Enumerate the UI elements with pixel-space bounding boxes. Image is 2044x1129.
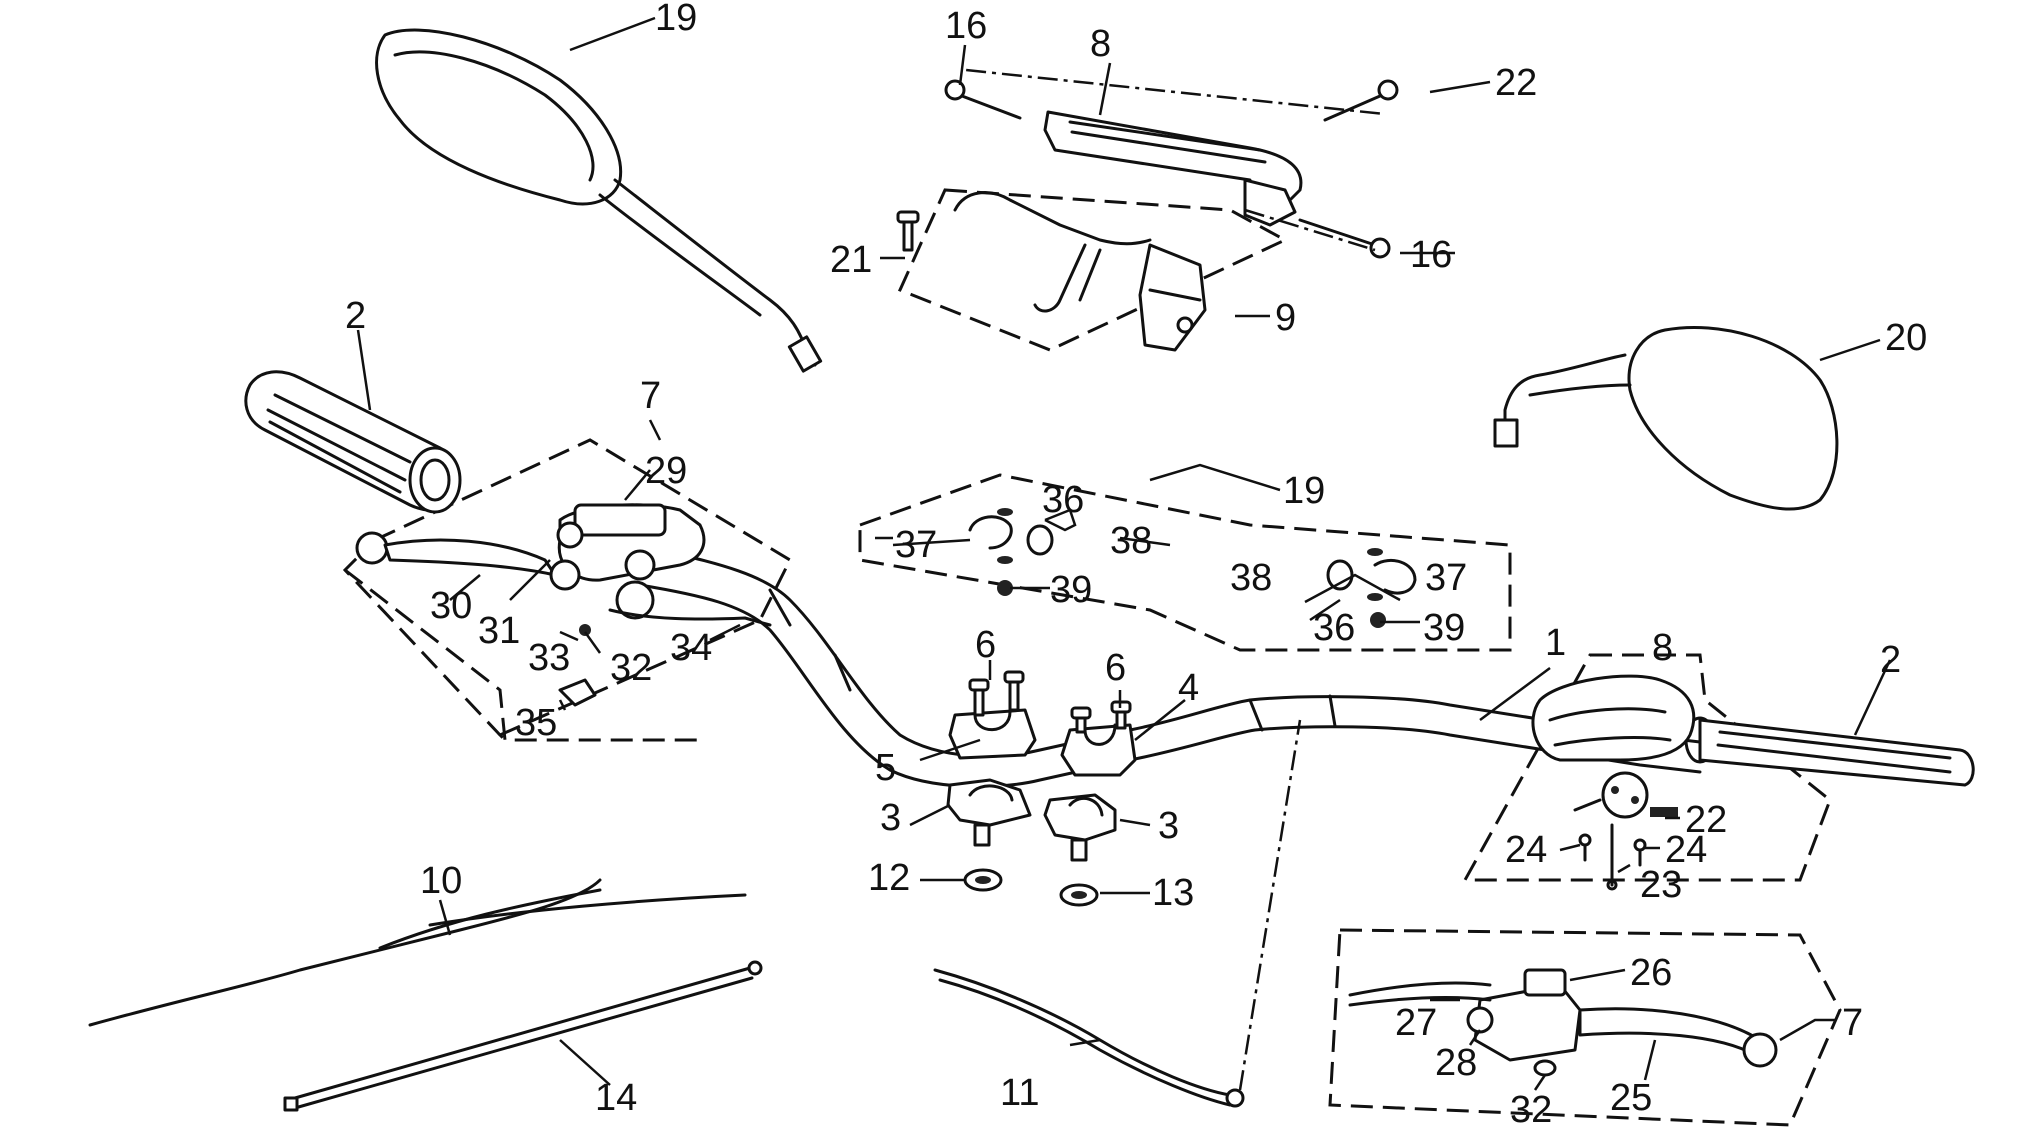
callout-22: 22 bbox=[1685, 799, 1727, 841]
lower-clamp-left bbox=[946, 778, 1032, 847]
callout-37-right: 37 bbox=[1425, 557, 1467, 599]
upper-clamp-right bbox=[1060, 723, 1137, 777]
callout-25: 25 bbox=[1610, 1077, 1652, 1119]
right-mirror bbox=[1493, 326, 1839, 511]
axis-line-13 bbox=[1238, 719, 1302, 1091]
callout-33: 33 bbox=[528, 637, 570, 679]
callout-32-right: 32 bbox=[1510, 1089, 1552, 1129]
throttle-housing bbox=[1531, 674, 1696, 891]
callout-7: 7 bbox=[1842, 1002, 1863, 1044]
cable-13 bbox=[933, 968, 1245, 1108]
left-mirror bbox=[375, 28, 823, 373]
callout-32-left: 32 bbox=[610, 647, 652, 689]
callout-39-left: 39 bbox=[1050, 569, 1092, 611]
callout-15: 14 bbox=[595, 1077, 637, 1119]
callout-10: 8 bbox=[1090, 23, 1111, 65]
bar-end-parts-right bbox=[1326, 548, 1417, 628]
group-outline-10 bbox=[897, 188, 1289, 352]
callout-1: 1 bbox=[1545, 622, 1566, 664]
callout-39-right: 39 bbox=[1423, 607, 1465, 649]
right-lever-assembly bbox=[1348, 968, 1778, 1077]
callout-18: 20 bbox=[1885, 317, 1927, 359]
cable-12 bbox=[88, 878, 747, 1027]
bar-end-parts-left bbox=[968, 508, 1054, 596]
upper-clamp-left bbox=[948, 708, 1037, 760]
callout-24-left: 24 bbox=[1505, 829, 1547, 871]
callout-13: 11 bbox=[1000, 1072, 1039, 1114]
callout-36-left: 36 bbox=[1042, 479, 1084, 521]
callout-11: 9 bbox=[1275, 297, 1296, 339]
callout-17: 19 bbox=[655, 0, 697, 39]
cable-guide-bracket bbox=[953, 191, 1207, 352]
callout-2-left: 2 bbox=[345, 295, 366, 337]
nuts bbox=[963, 868, 1099, 907]
callout-35: 35 bbox=[515, 702, 557, 744]
left-grip bbox=[244, 370, 462, 514]
callout-8: 8 bbox=[1652, 627, 1673, 669]
callout-27: 27 bbox=[1395, 1002, 1437, 1044]
screws-10 bbox=[896, 79, 1399, 259]
callout-9: 7 bbox=[640, 375, 661, 417]
callout-14-left: 12 bbox=[868, 857, 910, 899]
group-outline-9-lower bbox=[344, 568, 700, 742]
callout-38-right: 38 bbox=[1230, 557, 1272, 599]
callout-37-left: 37 bbox=[895, 524, 937, 566]
callout-28: 28 bbox=[1435, 1042, 1477, 1084]
group-outline-7 bbox=[1328, 928, 1842, 1127]
left-lever-assembly bbox=[355, 503, 772, 707]
callout-20: 21 bbox=[830, 239, 872, 281]
leader-lines bbox=[356, 16, 1892, 1091]
callout-12: 10 bbox=[420, 860, 462, 902]
callout-30: 30 bbox=[430, 585, 472, 627]
callout-6-left: 6 bbox=[975, 624, 996, 666]
callout-2-right: 2 bbox=[1880, 639, 1901, 681]
group-outline-8 bbox=[1462, 653, 1832, 882]
callout-31: 31 bbox=[478, 610, 520, 652]
callout-29: 29 bbox=[645, 450, 687, 492]
callout-21: 22 bbox=[1495, 62, 1537, 104]
right-grip bbox=[1684, 716, 1975, 787]
callout-6-right: 6 bbox=[1105, 647, 1126, 689]
callout-3-left: 3 bbox=[880, 797, 901, 839]
callout-24-right: 24 bbox=[1665, 829, 1707, 871]
callout-23: 23 bbox=[1640, 864, 1682, 906]
callout-34: 34 bbox=[670, 627, 712, 669]
callout-16-right: 16 bbox=[1410, 234, 1452, 276]
callout-4: 4 bbox=[1178, 667, 1199, 709]
callout-26: 26 bbox=[1630, 952, 1672, 994]
axis-line-10 bbox=[966, 68, 1384, 116]
callout-36-right: 36 bbox=[1313, 607, 1355, 649]
lower-clamp-right bbox=[1043, 793, 1117, 862]
group-outline-19 bbox=[858, 473, 1512, 652]
clamp-bolts bbox=[968, 670, 1132, 734]
handlebar-tube bbox=[638, 543, 1702, 789]
callout-19: 19 bbox=[1283, 470, 1325, 512]
axis-line-16 bbox=[1244, 208, 1376, 252]
callout-16-top: 16 bbox=[945, 5, 987, 47]
callout-38-left: 38 bbox=[1110, 520, 1152, 562]
group-outline-9 bbox=[342, 438, 792, 742]
callout-3-right: 3 bbox=[1158, 805, 1179, 847]
callout-5: 5 bbox=[875, 747, 896, 789]
rod-15 bbox=[283, 960, 763, 1112]
cable-guide-cover bbox=[1043, 110, 1303, 227]
callout-14-right: 13 bbox=[1152, 872, 1194, 914]
